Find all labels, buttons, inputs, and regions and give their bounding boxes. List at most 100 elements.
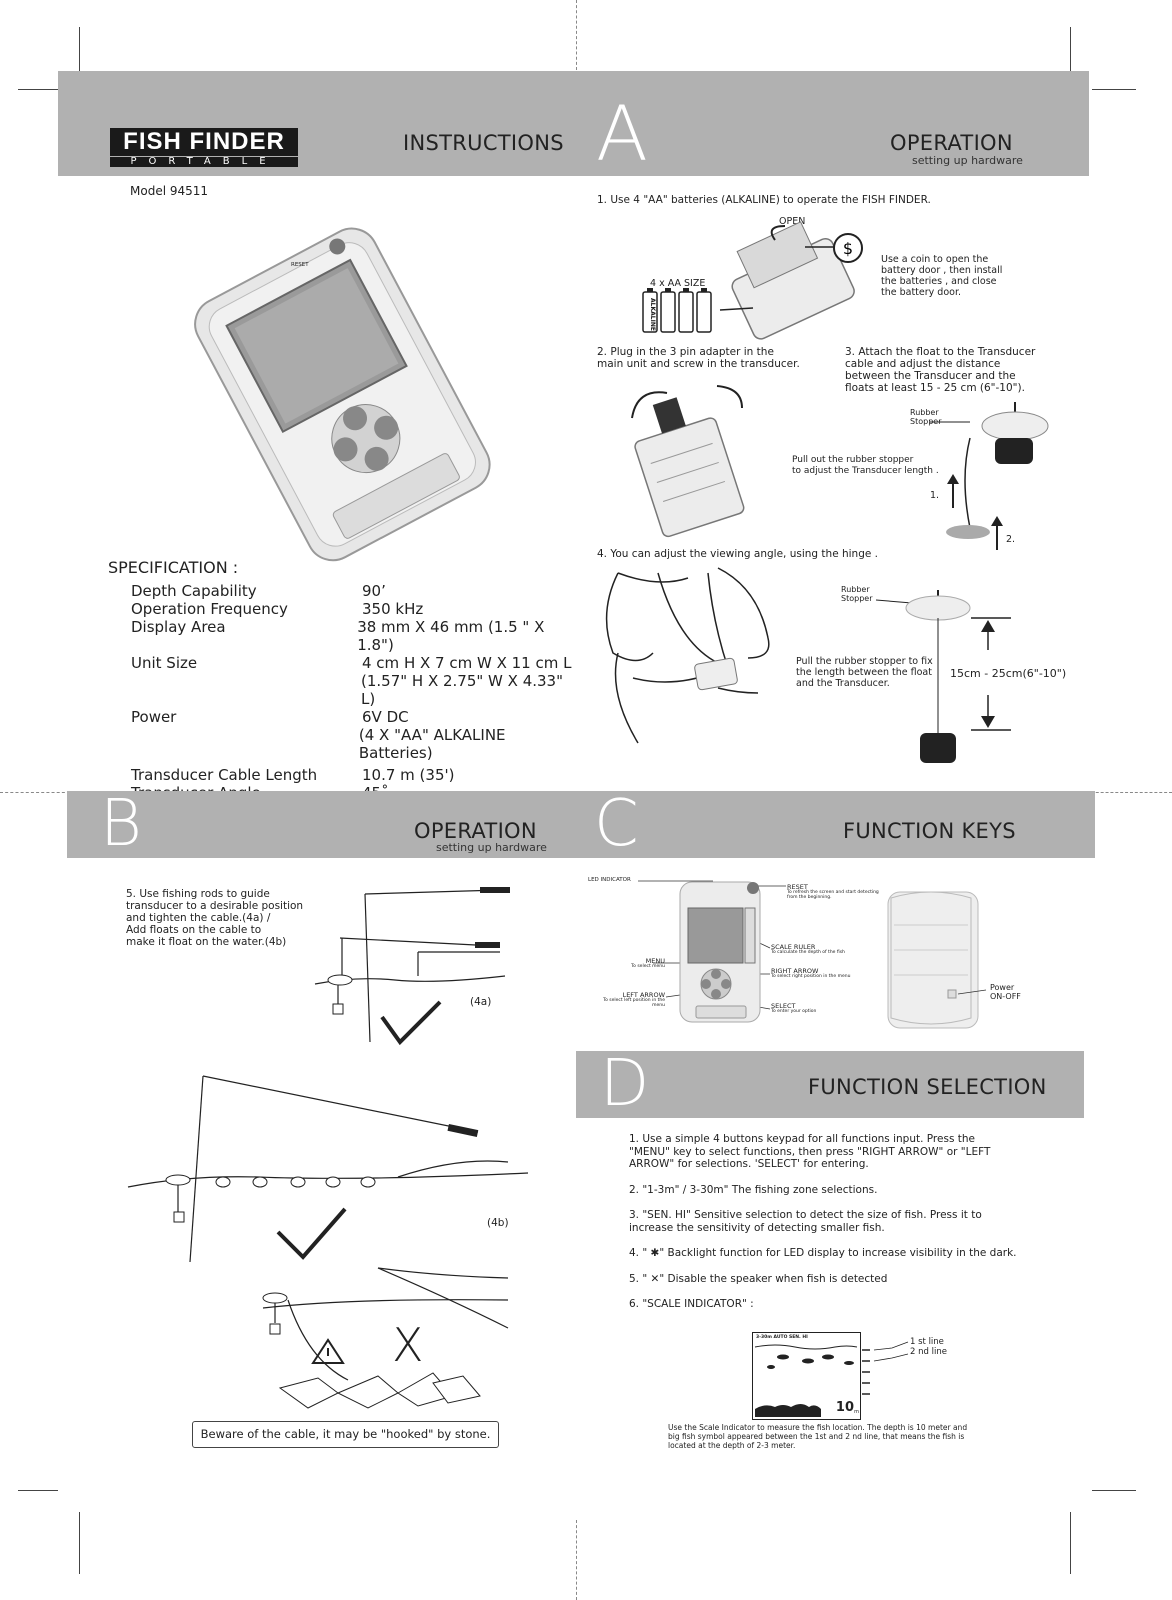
- rod-scene-4a: [314, 887, 510, 1046]
- lcd-depth-value: 10: [835, 1400, 854, 1415]
- step-5-text: 5. Use fishing rods to guide transducer …: [126, 888, 303, 948]
- select-key-label: SELECT To enter your option: [771, 1003, 816, 1014]
- x-mark: X: [392, 1318, 424, 1372]
- function-item: 1. Use a simple 4 buttons keypad for all…: [629, 1133, 991, 1170]
- lcd-screen: 3-30m AUTO SEN. HI 10 m: [752, 1332, 861, 1420]
- spec-value: 10.7 m (35'): [362, 766, 455, 784]
- text-line: big fish symbol appeared between the 1st…: [668, 1432, 965, 1441]
- text-line: Stopper: [841, 594, 873, 603]
- left-arrow-key-label: LEFT ARROW To select left position in th…: [590, 992, 665, 1008]
- label-4a: (4a): [470, 996, 492, 1008]
- text-line: to adjust the Transducer length .: [792, 466, 939, 476]
- model-number: Model 94511: [130, 184, 209, 198]
- second-line-label: 2 nd line: [910, 1347, 947, 1357]
- text-line: transducer to a desirable position: [126, 900, 304, 912]
- section-bc-band: [67, 791, 1095, 858]
- spec-row: (1.57" H X 2.75" W X 4.33" L): [131, 672, 581, 708]
- device-illustration: [194, 227, 491, 562]
- step-3-text: 3. Attach the float to the Transducer ca…: [845, 346, 1035, 394]
- spec-value: 38 mm X 46 mm (1.5 " X 1.8"): [357, 618, 545, 654]
- text-line: located at the depth of 2-3 meter.: [668, 1441, 796, 1450]
- section-a-letter: A: [596, 89, 648, 178]
- step-2-text: 2. Plug in the 3 pin adapter in the main…: [597, 346, 800, 370]
- spec-value: (1.57" H X 2.75" W X 4.33" L): [360, 672, 564, 708]
- text-line: and the Transducer.: [796, 678, 890, 689]
- text-line: To select left position in the menu: [603, 998, 665, 1008]
- scale-ruler-label: SCALE RULER To calculate the depth of th…: [771, 944, 845, 955]
- section-b-letter: B: [100, 787, 142, 861]
- distance-range: 15cm - 25cm(6"-10"): [950, 667, 1067, 680]
- text-line: RESET: [787, 883, 808, 891]
- unit-back-illustration: [890, 891, 987, 1025]
- scale-line-labels: 1 st line 2 nd line: [910, 1337, 947, 1357]
- crop-mark: [1070, 1512, 1071, 1574]
- spec-label: [131, 726, 359, 762]
- section-b-subheading: setting up hardware: [436, 841, 547, 854]
- batteries-illustration: [642, 288, 712, 333]
- spec-label: Display Area: [131, 618, 226, 636]
- operation-heading: OPERATION: [890, 131, 1013, 155]
- power-switch-label: Power ON-OFF: [990, 983, 1021, 1001]
- section-c-letter: C: [594, 787, 639, 861]
- crop-mark: [18, 89, 58, 90]
- text-line: make it float on the water.(4b): [126, 936, 287, 948]
- crop-mark: [79, 1512, 80, 1574]
- rod-scene-4b: [127, 1075, 529, 1263]
- aa-size-label: 4 x AA SIZE: [650, 278, 706, 289]
- label-4b: (4b): [487, 1217, 509, 1229]
- text-line: Rubber: [841, 585, 870, 594]
- battery-door-illustration: [719, 221, 855, 340]
- adapter-illustration: [631, 385, 745, 538]
- crop-mark: [18, 1490, 58, 1491]
- pull-fix-text: Pull the rubber stopper to fix the lengt…: [796, 656, 933, 689]
- crop-mark: [1070, 27, 1071, 89]
- spec-row: (4 X "AA" ALKALINE Batteries): [131, 726, 581, 762]
- logo-sub: PORTABLE: [110, 157, 298, 167]
- fold-line: [1086, 792, 1172, 793]
- operation-subheading: setting up hardware: [912, 154, 1023, 167]
- function-selection-list: 1. Use a simple 4 buttons keypad for all…: [629, 1133, 1019, 1324]
- text-line: Add floats on the cable to: [126, 924, 262, 936]
- scale-note: Use the Scale Indicator to measure the f…: [668, 1423, 967, 1450]
- text-line: 2. Plug in the 3 pin adapter in the: [597, 346, 774, 358]
- section-d-letter: D: [600, 1047, 650, 1121]
- lcd-depth-unit: m: [854, 1409, 859, 1415]
- spec-label: Power: [131, 708, 177, 726]
- text-line: MENU: [645, 957, 665, 965]
- text-line: ON-OFF: [990, 992, 1021, 1001]
- function-item: 2. "1-3m" / 3-30m" The fishing zone sele…: [629, 1183, 878, 1196]
- text-line: Pull out the rubber stopper: [792, 455, 914, 465]
- text-line: the length between the float: [796, 667, 932, 678]
- rubber-stopper-label: Rubber Stopper: [910, 408, 941, 426]
- text-line: 3. Attach the float to the Transducer: [845, 346, 1036, 358]
- text-line: cable and adjust the distance: [845, 358, 1001, 370]
- spec-label: [131, 672, 361, 708]
- up-arrow-icon: [947, 474, 959, 508]
- text-line: LEFT ARROW: [622, 991, 665, 999]
- text-line: Rubber: [910, 408, 939, 417]
- reset-key-label: RESET To refresh the screen and start de…: [787, 884, 879, 900]
- text-line: and tighten the cable.(4a) /: [126, 912, 271, 924]
- menu-key-label: MENU To select menu: [615, 958, 665, 969]
- spec-label: Transducer Cable Length: [131, 766, 318, 784]
- up-arrow-icon: [991, 516, 1003, 550]
- spec-label: Depth Capability: [131, 582, 257, 600]
- function-item: 5. " ✕" Disable the speaker when fish is…: [629, 1272, 888, 1285]
- function-item: 4. " ✱" Backlight function for LED displ…: [629, 1247, 1017, 1259]
- float-illustration: [930, 402, 1049, 539]
- text-line: RIGHT ARROW: [771, 967, 819, 975]
- text-line: floats at least 15 - 25 cm (6"-10").: [845, 382, 1025, 394]
- crop-mark: [1092, 1490, 1136, 1491]
- coin-icon: $: [833, 233, 863, 263]
- lcd-graphic: [754, 1344, 858, 1417]
- section-d-heading: FUNCTION SELECTION: [808, 1075, 1047, 1099]
- step-num-1: 1.: [930, 490, 940, 501]
- fold-line: [576, 1520, 577, 1600]
- function-item: 6. "SCALE INDICATOR" :: [629, 1298, 754, 1310]
- text-line: Use a coin to open the: [881, 254, 989, 265]
